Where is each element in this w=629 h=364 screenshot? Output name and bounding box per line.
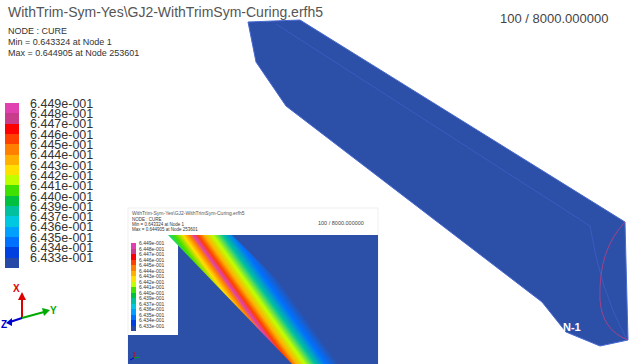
file-path: WithTrim-Sym-Yes\GJ2-WithTrimSym-Curing.… xyxy=(132,211,245,216)
color-swatch xyxy=(5,237,19,248)
file-path: WithTrim-Sym-Yes\GJ2-WithTrimSym-Curing.… xyxy=(8,5,323,19)
axis-label: Z xyxy=(1,320,7,330)
axis-label: Y xyxy=(50,306,57,316)
time-step: 100 / 8000.000000 xyxy=(500,12,608,25)
scale-value: 6.434e-001 xyxy=(30,243,93,253)
field-name: NODE : CURE xyxy=(8,27,67,36)
scale-value: 6.439e-001 xyxy=(30,202,93,212)
trough-end xyxy=(600,222,628,340)
min-value: Min = 0.643324 at Node 1 xyxy=(132,223,184,228)
axis-triad xyxy=(6,292,50,326)
scale-value: 6.441e-001 xyxy=(30,181,93,191)
color-swatch xyxy=(5,216,19,227)
color-swatch xyxy=(5,155,19,166)
color-swatch xyxy=(5,185,19,196)
scale-value: 6.444e-001 xyxy=(30,150,93,160)
scale-value: 6.449e-001 xyxy=(30,99,93,109)
color-swatch xyxy=(5,103,19,114)
color-swatch xyxy=(5,196,19,207)
time-step: 100 / 8000.000000 xyxy=(318,221,364,227)
scale-value: 6.440e-001 xyxy=(30,192,93,202)
color-swatch xyxy=(5,134,19,145)
scale-value: 6.436e-001 xyxy=(30,222,93,232)
scale-value: 6.442e-001 xyxy=(30,171,93,181)
scale-value: 6.446e-001 xyxy=(30,130,93,140)
scale-value: 6.435e-001 xyxy=(30,233,93,243)
scale-value: 6.445e-001 xyxy=(30,140,93,150)
inset-view xyxy=(128,208,378,364)
color-swatch xyxy=(131,326,136,332)
scale-value: 6.443e-001 xyxy=(30,161,93,171)
node-label: N-1 xyxy=(563,322,581,333)
color-swatch xyxy=(5,124,19,135)
scale-value: 6.433e-001 xyxy=(30,253,93,263)
color-swatch xyxy=(5,258,19,269)
max-value: Max = 0.644905 at Node 253601 xyxy=(132,228,198,233)
color-swatch xyxy=(5,165,19,176)
color-swatch xyxy=(5,227,19,238)
scale-value: 6.447e-001 xyxy=(30,119,93,129)
scale-value: 6.437e-001 xyxy=(30,212,93,222)
color-swatch xyxy=(5,113,19,124)
scale-value: 6.433e-001 xyxy=(139,324,164,330)
min-value: Min = 0.643324 at Node 1 xyxy=(8,38,112,47)
scale-value: 6.448e-001 xyxy=(30,109,93,119)
field-name: NODE : CURE xyxy=(132,218,162,223)
axis-label: X xyxy=(13,284,20,294)
color-swatch xyxy=(5,247,19,258)
color-swatch xyxy=(5,144,19,155)
color-swatch xyxy=(5,206,19,217)
max-value: Max = 0.644905 at Node 253601 xyxy=(8,49,139,58)
color-swatch xyxy=(5,175,19,186)
